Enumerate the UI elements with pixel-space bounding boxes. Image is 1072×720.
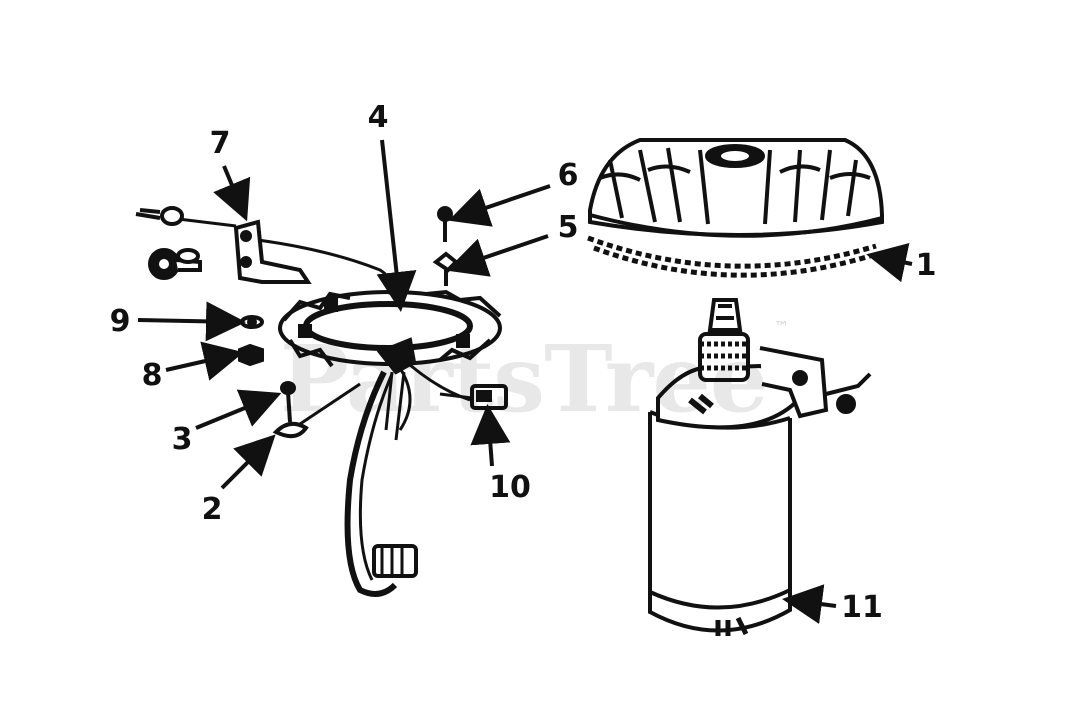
callout-5: 5 xyxy=(557,210,579,245)
callout-1: 1 xyxy=(915,248,937,283)
callout-6: 6 xyxy=(557,158,579,193)
callout-4: 4 xyxy=(367,100,389,135)
callout-2: 2 xyxy=(201,492,223,527)
callout-10: 10 xyxy=(489,470,531,505)
callout-3: 3 xyxy=(171,422,193,457)
callout-9: 9 xyxy=(109,304,131,339)
screw-washer xyxy=(432,206,459,286)
leader-arrows xyxy=(137,139,913,624)
watermark: PartsTree xyxy=(280,325,768,433)
flywheel xyxy=(588,138,884,238)
rectifier xyxy=(439,384,508,410)
nut-washer xyxy=(238,315,264,367)
callout-8: 8 xyxy=(141,358,163,393)
ignition-bracket xyxy=(135,206,393,295)
trademark-symbol: ™ xyxy=(774,318,789,336)
ring-gear xyxy=(587,235,877,278)
callout-7: 7 xyxy=(209,126,231,161)
clamp-screw xyxy=(272,381,361,439)
callout-11: 11 xyxy=(841,590,883,625)
starter-motor xyxy=(648,298,872,636)
